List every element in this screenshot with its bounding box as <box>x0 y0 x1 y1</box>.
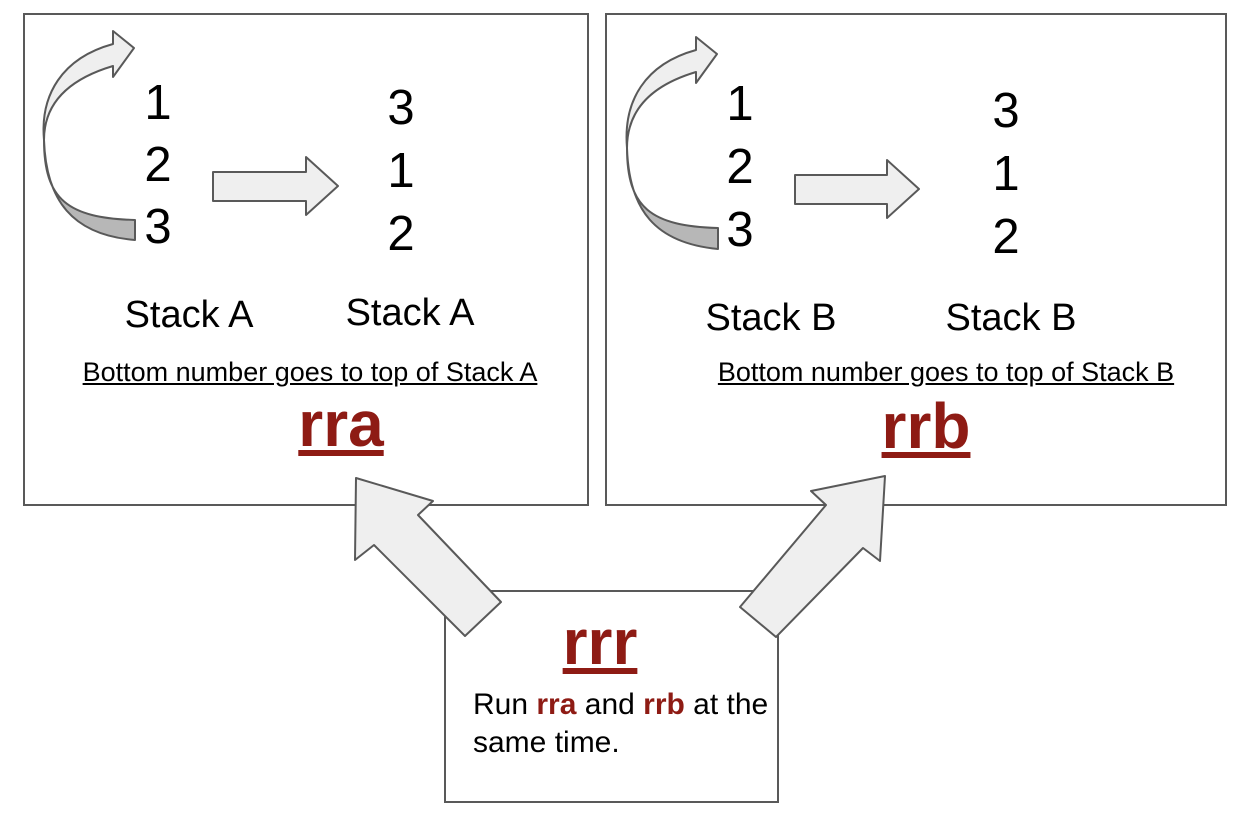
stack-b-after-item: 2 <box>992 210 1020 264</box>
rrb-caption: Bottom number goes to top of Stack B <box>717 357 1175 387</box>
rra-title: rra <box>298 388 384 460</box>
rrr-title: rrr <box>562 606 638 678</box>
stack-a-after-item: 1 <box>387 144 415 198</box>
rrr-desc-op-rrb: rrb <box>643 688 685 721</box>
stack-a-after-item: 3 <box>387 81 415 135</box>
rrr-desc-mid: and <box>576 688 644 721</box>
rrr-desc-op-rra: rra <box>536 688 577 721</box>
stack-a-after-label: Stack A <box>345 292 475 334</box>
stack-b-before-item: 3 <box>726 203 754 257</box>
rra-caption: Bottom number goes to top of Stack A <box>82 357 538 387</box>
stack-b-before-label: Stack B <box>705 297 837 339</box>
stack-b-before-item: 2 <box>726 140 754 194</box>
rrr-description: Run rra and rrb at the same time. <box>473 686 773 762</box>
stack-b-after-label: Stack B <box>945 297 1077 339</box>
stack-a-before-label: Stack A <box>124 294 254 336</box>
stack-a-before-item: 1 <box>144 76 172 130</box>
rrb-title: rrb <box>881 390 971 462</box>
stack-b-before-item: 1 <box>726 77 754 131</box>
rrr-desc-prefix: Run <box>473 688 537 721</box>
stack-a-before-item: 3 <box>144 200 172 254</box>
rrr-desc-suffix: at the same time. <box>473 688 769 759</box>
stack-b-after-item: 3 <box>992 84 1020 138</box>
stack-b-after-item: 1 <box>992 147 1020 201</box>
stack-a-after-item: 2 <box>387 207 415 261</box>
stack-a-before-item: 2 <box>144 138 172 192</box>
